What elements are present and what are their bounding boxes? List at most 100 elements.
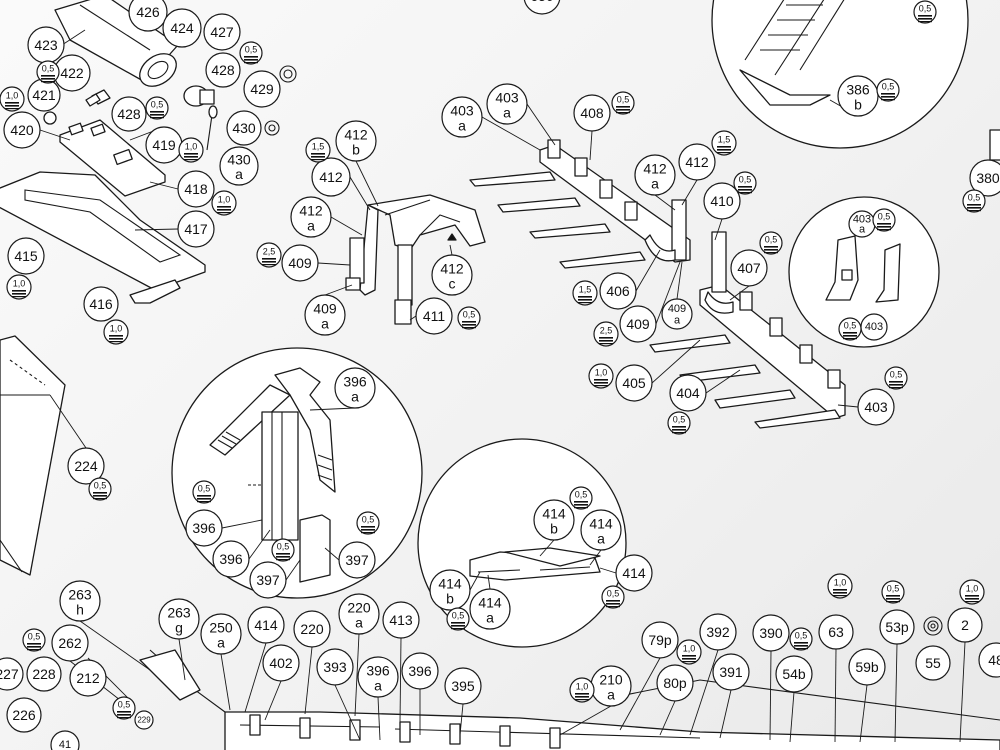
thickness-bars-icon: [244, 56, 258, 64]
thickness-badge: 0,5: [872, 208, 896, 232]
thickness-value: 0,5: [452, 611, 465, 621]
callout-suffix: a: [217, 634, 225, 650]
callout-number: 423: [34, 37, 58, 53]
callout-228: 228: [26, 656, 62, 692]
callout-suffix: h: [76, 601, 84, 617]
thickness-value: 1,0: [834, 578, 847, 588]
thickness-bars-icon: [738, 186, 752, 194]
callout-227: 227: [0, 657, 24, 691]
callout-number: 396: [343, 373, 367, 389]
thickness-badge: 0,5: [759, 231, 783, 255]
thickness-bars-icon: [616, 106, 630, 114]
callout-424: 424: [162, 8, 202, 48]
callout-number: 418: [184, 181, 208, 197]
slotted-plate-417: [0, 171, 206, 304]
callout-number: 55: [925, 655, 941, 671]
callout-suffix: a: [374, 677, 382, 693]
thickness-bars-icon: [764, 246, 778, 254]
callout-number: 396: [366, 662, 390, 678]
callout-number: 428: [117, 106, 141, 122]
thickness-badge: 0,5: [881, 580, 905, 604]
thickness-value: 1,0: [683, 644, 696, 654]
thickness-bars-icon: [833, 589, 847, 597]
thickness-bars-icon: [12, 290, 26, 298]
callout-410: 410: [703, 182, 741, 220]
thickness-value: 2,5: [600, 326, 613, 336]
plate-420: [59, 119, 166, 197]
thickness-value: 0,5: [795, 631, 808, 641]
callout-number: 412: [643, 160, 667, 176]
callout-number: 420: [10, 122, 34, 138]
callout-number: 414: [589, 515, 613, 531]
callout-650: 650: [523, 0, 561, 15]
callout-suffix: a: [355, 614, 363, 630]
thickness-bars-icon: [41, 75, 55, 83]
callout-number: 263: [68, 586, 92, 602]
callout-392: 392: [699, 613, 737, 651]
callout-396-2: 396: [212, 540, 250, 578]
thickness-value: 0,5: [739, 175, 752, 185]
callout-409-1: 409: [281, 244, 319, 282]
thickness-value: 0,5: [607, 589, 620, 599]
thickness-bars-icon: [311, 153, 325, 161]
callout-420: 420: [3, 111, 41, 149]
callout-41: 41: [50, 730, 80, 750]
callout-422: 422: [53, 54, 91, 92]
callout-number: 424: [170, 20, 194, 36]
thickness-value: 0,5: [151, 100, 164, 110]
thickness-bars-icon: [672, 426, 686, 434]
thickness-value: 0,5: [919, 4, 932, 14]
callout-number: 397: [345, 552, 369, 568]
callout-390: 390: [752, 614, 790, 652]
thickness-bars-icon: [578, 296, 592, 304]
callout-suffix: a: [351, 388, 359, 404]
callout-number: 54b: [782, 666, 806, 682]
thickness-value: 1,0: [576, 682, 589, 692]
callout-number: 220: [347, 599, 371, 615]
thickness-value: 0,5: [968, 193, 981, 203]
callout-suffix: b: [854, 96, 862, 112]
callout-403-1: 403: [857, 388, 895, 426]
callout-412-1: 412: [311, 157, 351, 197]
callout-number: 395: [451, 678, 475, 694]
thickness-badge: 0,5: [884, 366, 908, 390]
callout-405: 405: [615, 364, 653, 402]
callout-406: 406: [599, 272, 637, 310]
callout-397-2: 397: [338, 541, 376, 579]
callout-number: 412: [344, 126, 368, 142]
callout-suffix: b: [550, 520, 558, 536]
callout-number: 412: [299, 202, 323, 218]
callout-number: 414: [542, 505, 566, 521]
callout-number: 410: [710, 193, 734, 209]
callout-number: 650: [530, 0, 554, 4]
part-380: [989, 129, 1000, 161]
thickness-value: 0,5: [362, 515, 375, 525]
thickness-bars-icon: [877, 223, 891, 231]
callout-414-2: 414: [247, 606, 285, 644]
callout-number: 404: [676, 385, 700, 401]
callout-number: 409: [313, 300, 337, 316]
callout-427: 427: [203, 13, 241, 51]
thickness-bars-icon: [197, 495, 211, 503]
callout-number: 408: [580, 105, 604, 121]
thickness-value: 0,5: [42, 64, 55, 74]
leader-lines: [39, 29, 966, 743]
callout-number: 386: [846, 81, 870, 97]
callout-number: 414: [254, 617, 278, 633]
thickness-badge: 0,5: [667, 411, 691, 435]
callout-number: 396: [192, 520, 216, 536]
callout-number: 403: [495, 89, 519, 105]
callout-number: 414: [622, 565, 646, 581]
callout-suffix: b: [352, 141, 360, 157]
bracket-412-assembly: [345, 194, 486, 325]
thickness-badge: 0,5: [611, 91, 635, 115]
thickness-badge: 1,0: [676, 639, 702, 665]
